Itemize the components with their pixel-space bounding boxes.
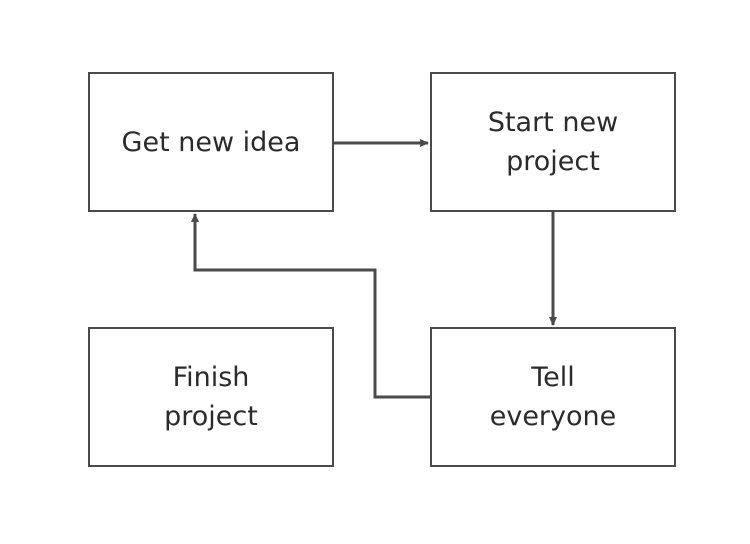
node-label: Finish project [164,362,258,432]
node-label: Get new idea [121,126,301,158]
node-tell-everyone: Tell everyone [430,327,676,467]
node-finish-project: Finish project [88,327,334,467]
node-label: Start new project [487,107,619,177]
node-label: Tell everyone [489,362,617,432]
node-get-new-idea: Get new idea [88,72,334,212]
node-start-new-project: Start new project [430,72,676,212]
